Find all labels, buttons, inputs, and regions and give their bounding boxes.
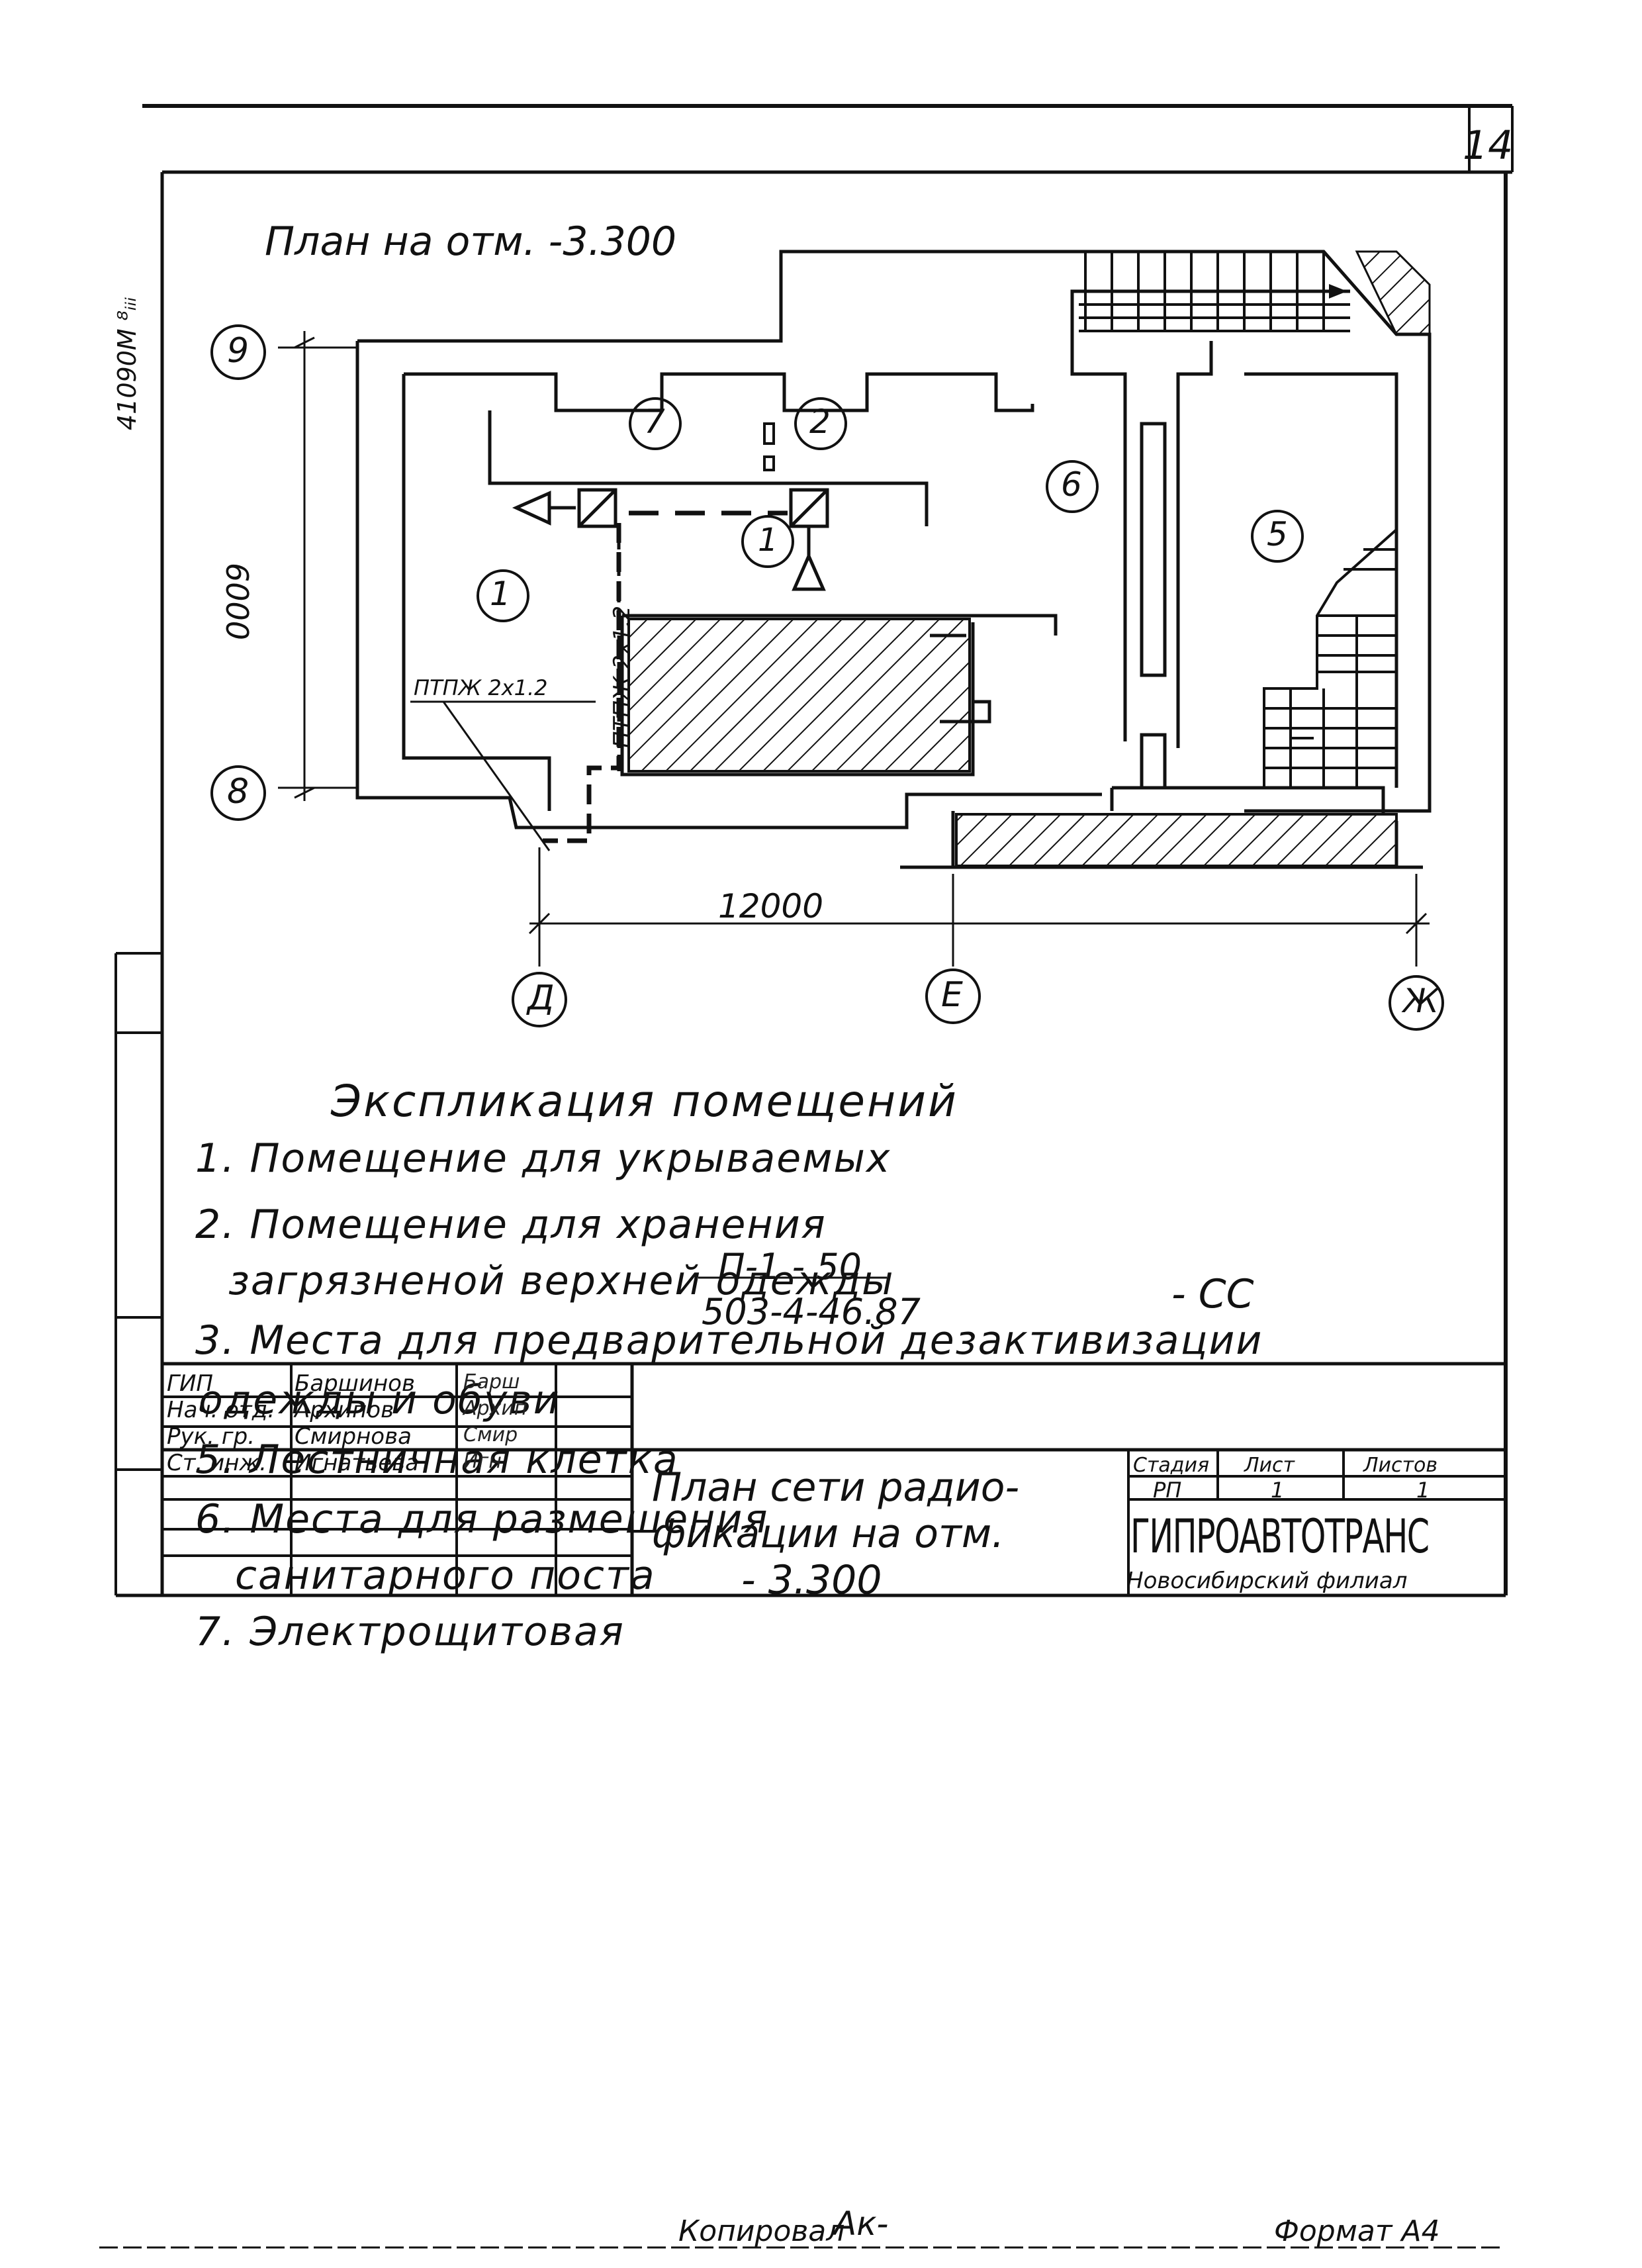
axis-bubbles	[210, 324, 1444, 1031]
role-group-lead: Рук. гр.	[167, 1423, 255, 1450]
explication-item: 1. Помещение для укрываемых	[195, 1135, 891, 1182]
drawing-title-line1: План сети радио-	[652, 1464, 1020, 1511]
explication-item: 6. Места для размещения	[195, 1496, 769, 1542]
side-note: 41090М ⁸ᵢᵢᵢ	[113, 297, 142, 430]
hatched-area-3	[1355, 250, 1431, 336]
axis-leaders	[278, 331, 1430, 967]
document-code-line2: 503-4-46.87	[702, 1291, 921, 1333]
drawing-title-line2: фикации на отм.	[652, 1511, 1005, 1557]
axis-label-zh: Ж	[1403, 982, 1439, 1020]
room-number-6: 6	[1061, 465, 1082, 504]
explication-item: одежды и обуви	[199, 1377, 561, 1423]
device-number: 1	[758, 522, 778, 559]
name-head-dept: Архипов	[295, 1397, 394, 1423]
sheets-value: 1	[1416, 1478, 1430, 1503]
explication-item: 2. Помещение для хранения	[195, 1202, 827, 1248]
copied-by-label: Копировал	[678, 2214, 845, 2248]
copied-by-signature: Ак-	[834, 2204, 889, 2243]
axis-label-8: 8	[227, 772, 250, 812]
document-mark: - СС	[1171, 1271, 1254, 1317]
explication-item: санитарного поста	[235, 1552, 656, 1599]
dimension-6000: 6000	[219, 563, 255, 641]
room-number-7: 7	[644, 402, 665, 441]
name-gip: Баршинов	[295, 1370, 416, 1397]
sheet-value: 1	[1271, 1478, 1285, 1503]
role-head-dept: Нач. отд.	[167, 1397, 275, 1423]
document-code-line1: П-1 - 50	[718, 1246, 862, 1288]
role-senior-eng: Ст. инж.	[167, 1450, 267, 1476]
signature-senior-eng: Игн	[463, 1450, 502, 1473]
plan-title: План на отм. -3.300	[265, 218, 677, 265]
organization-name: ГИПРОАВТОТРАНС	[1130, 1509, 1430, 1564]
room-number-2: 2	[809, 402, 831, 441]
signature-group-lead: Смир	[463, 1423, 518, 1446]
explication-item: 5. Лестничная клетка	[195, 1437, 679, 1483]
signature-gip: Барш	[463, 1370, 520, 1394]
room-fixtures	[763, 422, 775, 471]
drawing-title-line3: - 3.300	[741, 1557, 882, 1603]
signature-head-dept: Архип	[463, 1397, 527, 1420]
title-block: ГИП Нач. отд. Рук. гр. Ст. инж. Баршинов…	[0, 682, 1642, 1476]
sheets-header: Листов	[1363, 1454, 1438, 1477]
axis-label-d: Д	[527, 978, 555, 1018]
stage-header: Стадия	[1133, 1454, 1210, 1477]
sheet-number: 14	[1463, 122, 1514, 169]
stairs-top	[1079, 252, 1350, 332]
stairs-right	[1263, 528, 1398, 788]
title-block-grid	[162, 1276, 1506, 1595]
explication-item: 7. Электрощитовая	[195, 1609, 625, 1655]
axis-label-e: Е	[941, 975, 963, 1015]
name-senior-eng: Игнатьева	[295, 1450, 419, 1476]
explication-item: загрязненой верхней одежды	[228, 1258, 895, 1304]
radio-cable	[543, 510, 788, 843]
role-gip: ГИП	[167, 1370, 213, 1397]
explication-title: Экспликация помещений	[331, 1076, 958, 1127]
name-group-lead: Смирнова	[295, 1423, 412, 1450]
format-label: Формат А4	[1274, 2214, 1440, 2248]
room-number-5: 5	[1267, 515, 1288, 553]
axis-label-9: 9	[227, 331, 250, 371]
room-number-1: 1	[490, 575, 511, 613]
cable-label-horizontal: ПТПЖ 2х1.2	[414, 675, 548, 700]
explication-item: 3. Места для предварительной дезактивиза…	[195, 1317, 1263, 1364]
hatched-area-2	[955, 813, 1398, 867]
organization-branch: Новосибирский филиал	[1126, 1568, 1408, 1594]
radio-socket	[512, 488, 829, 591]
stage-value: РП	[1153, 1478, 1182, 1503]
sheet-header: Лист	[1244, 1454, 1295, 1477]
hatched-area-1	[627, 618, 971, 773]
dimension-12000: 12000	[718, 887, 824, 925]
